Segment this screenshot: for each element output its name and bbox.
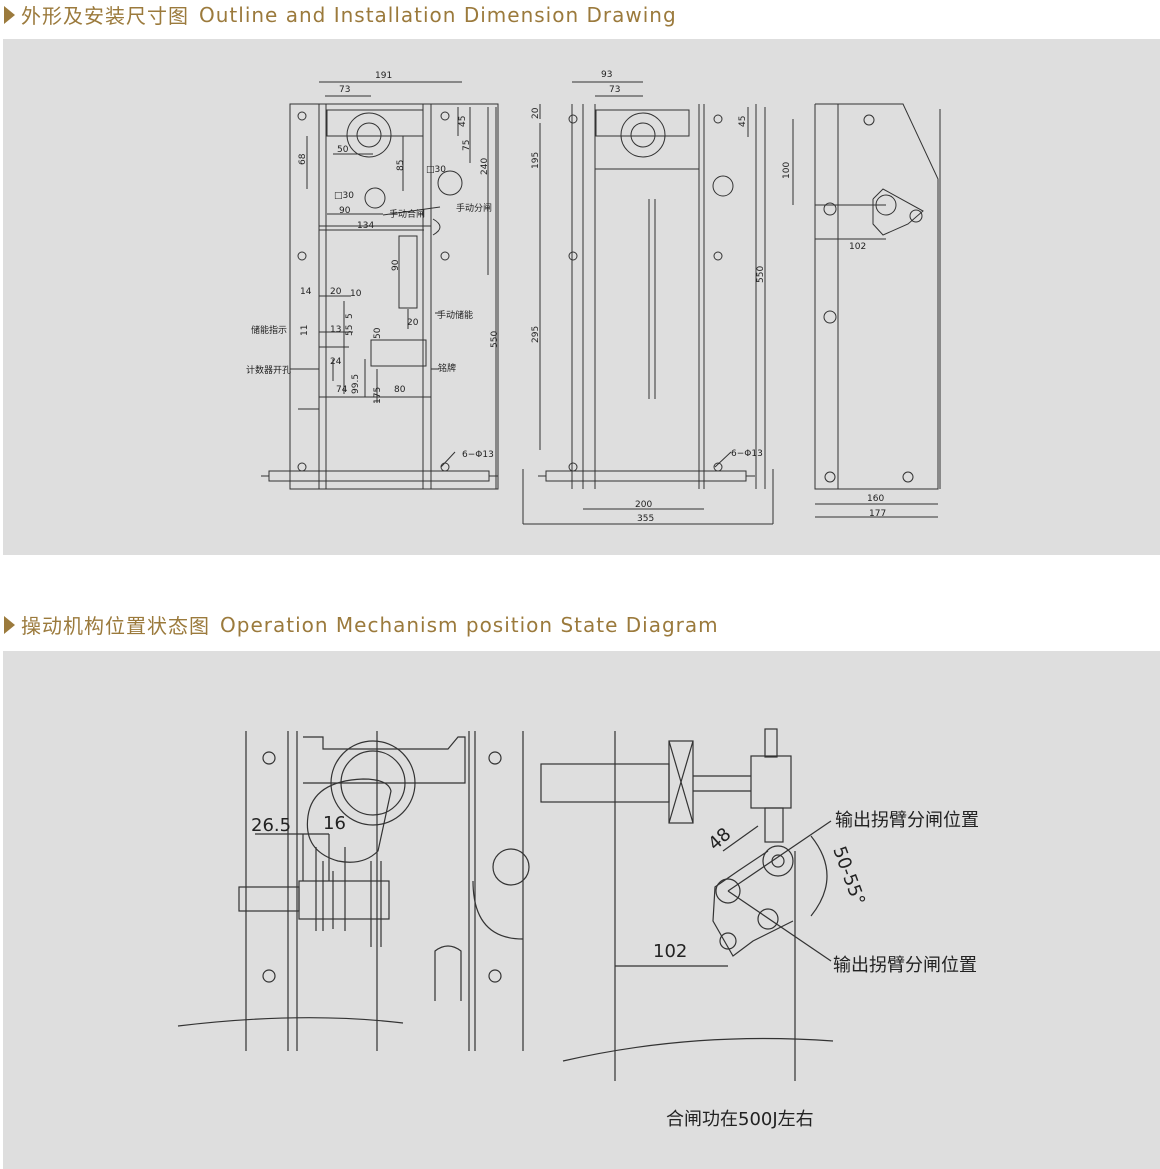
triangle-bullet-icon <box>4 615 15 634</box>
mechanism-right <box>540 728 834 1081</box>
operation-section-title: 操动机构位置状态图 Operation Mechanism position S… <box>4 610 719 639</box>
mechanism-diagram-panel: 26.5 16 48 50-55° 102 输出拐臂分闸位置 输出拐臂分闸位置 … <box>3 651 1160 1169</box>
dim-75: 75 <box>462 140 472 151</box>
dim-93: 93 <box>601 70 612 80</box>
dim-13: 13 <box>330 325 341 335</box>
dim-20a: 20 <box>330 287 342 297</box>
dim-191: 191 <box>375 71 392 81</box>
dim-45-side: 45 <box>738 116 748 127</box>
dim-99-5: 99.5 <box>351 374 361 394</box>
dim-angle: 50-55° <box>828 844 869 909</box>
outline-drawing-panel: 191 73 45 75 240 68 50 85 □30 □30 90 134… <box>3 39 1160 555</box>
right-view-frame <box>792 103 941 518</box>
label-output-arm-top: 输出拐臂分闸位置 <box>835 810 979 831</box>
dim-16: 16 <box>323 813 346 834</box>
dim-10: 10 <box>350 289 362 299</box>
dim-195: 195 <box>531 152 541 169</box>
dim-20: 20 <box>531 107 541 119</box>
outline-drawing: 191 73 45 75 240 68 50 85 □30 □30 90 134… <box>246 70 941 525</box>
note-closing-energy: 合闸功在500J左右 <box>666 1109 814 1130</box>
label-manual-open: 手动分闸 <box>456 202 492 214</box>
dim-175: 175 <box>373 387 383 404</box>
dim-6-phi13-side: 6−Φ13 <box>731 449 763 459</box>
dim-177: 177 <box>869 509 886 519</box>
dim-50b: 50 <box>373 327 383 339</box>
dim-134: 134 <box>357 221 374 231</box>
dim-sq30-a: □30 <box>334 191 354 201</box>
dim-160: 160 <box>867 494 884 504</box>
dim-550-side: 550 <box>756 266 766 283</box>
dim-74: 74 <box>336 385 348 395</box>
dim-6-phi13: 6−Φ13 <box>462 450 494 460</box>
dim-73: 73 <box>339 85 350 95</box>
dim-90b: 90 <box>391 259 401 271</box>
label-charge-indicator: 储能指示 <box>251 324 287 336</box>
dim-85: 85 <box>396 160 406 171</box>
dim-5: 5 <box>345 313 355 319</box>
triangle-bullet-icon <box>4 5 15 24</box>
label-counter-hole: 计数器开孔 <box>246 364 291 376</box>
outline-title-en: Outline and Installation Dimension Drawi… <box>199 2 677 27</box>
dim-24: 24 <box>330 357 342 367</box>
front-view-frame <box>261 81 499 490</box>
dim-55: 55 <box>345 325 355 336</box>
label-nameplate: 铭牌 <box>438 362 456 374</box>
dim-102-mech: 102 <box>653 941 687 962</box>
dim-50: 50 <box>337 145 349 155</box>
dim-48: 48 <box>704 824 735 855</box>
operation-title-cn: 操动机构位置状态图 <box>21 614 210 638</box>
label-manual-close: 手动合闸 <box>389 208 425 220</box>
dim-200: 200 <box>635 500 652 510</box>
dim-355: 355 <box>637 514 654 524</box>
dim-90a: 90 <box>339 206 351 216</box>
dim-102: 102 <box>849 242 866 252</box>
outline-section-title: 外形及安装尺寸图 Outline and Installation Dimens… <box>4 0 677 29</box>
mechanism-left <box>177 731 530 1051</box>
outline-title-cn: 外形及安装尺寸图 <box>21 4 189 28</box>
dim-80: 80 <box>394 385 406 395</box>
dim-45: 45 <box>458 116 468 127</box>
dim-550: 550 <box>490 331 500 348</box>
dim-68: 68 <box>298 153 308 165</box>
label-manual-charge: 手动储能 <box>437 309 473 321</box>
label-output-arm-bottom: 输出拐臂分闸位置 <box>833 955 977 976</box>
mechanism-diagram: 26.5 16 48 50-55° 102 输出拐臂分闸位置 输出拐臂分闸位置 … <box>177 728 979 1130</box>
dim-26-5: 26.5 <box>251 815 291 836</box>
dim-100: 100 <box>782 162 792 179</box>
dim-20b: 20 <box>407 318 419 328</box>
side-view-frame <box>522 81 774 525</box>
dim-295: 295 <box>531 326 541 343</box>
operation-title-en: Operation Mechanism position State Diagr… <box>220 612 719 637</box>
dim-73-side: 73 <box>609 85 620 95</box>
dim-sq30-b: □30 <box>426 165 446 175</box>
dim-11: 11 <box>300 325 310 336</box>
dim-14: 14 <box>300 287 312 297</box>
dim-240: 240 <box>480 158 490 175</box>
